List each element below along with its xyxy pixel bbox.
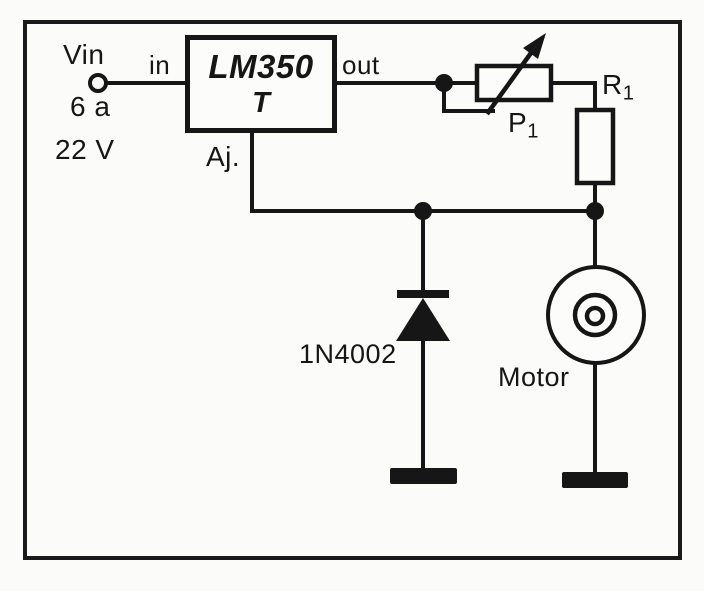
pot-arrow-shaft: [485, 44, 538, 116]
wire-adjust-rail: [250, 133, 595, 213]
diode-label: 1N4002: [299, 339, 397, 369]
motor-outer-circle: [546, 265, 646, 365]
vin-terminal-circle: [88, 73, 108, 93]
pin-label-adjust: Aj.: [206, 141, 241, 172]
ic-package-label: T: [252, 87, 270, 119]
potentiometer-p1-symbol: [474, 33, 554, 116]
ground-symbol-motor: [562, 472, 628, 488]
ic-name-label: LM350: [208, 48, 314, 85]
resistor-r1-body: [574, 107, 616, 186]
pot-body: [474, 63, 554, 103]
pin-label-out: out: [342, 50, 380, 80]
pin-label-in: in: [149, 50, 171, 80]
diagram-border-frame: [23, 20, 682, 560]
diode-1n4002-symbol: [396, 290, 450, 341]
diode-cathode-bar: [397, 290, 449, 298]
pot-arrow-head: [523, 33, 546, 59]
supply-range-line1: 6 a: [70, 91, 111, 122]
resistor-label-sub: 1: [622, 82, 635, 105]
junction-dot-diode: [414, 202, 432, 220]
potentiometer-label: P1: [508, 107, 539, 142]
diode-anode-triangle: [396, 298, 450, 341]
pot-label-sub: 1: [527, 120, 539, 143]
resistor-label-text: R: [602, 69, 623, 100]
supply-range-line2: 22 V: [55, 134, 115, 165]
vin-label: Vin: [63, 39, 105, 70]
motor-symbol: [546, 265, 646, 365]
junction-dot-motor: [586, 202, 604, 220]
motor-middle-circle: [572, 292, 618, 338]
motor-inner-circle: [584, 305, 606, 327]
ground-symbol-diode: [390, 468, 457, 484]
ic-lm350-box: LM350 T: [185, 35, 337, 133]
wire-pot-to-r1: [551, 81, 597, 110]
resistor-label: R1: [602, 69, 634, 104]
junction-dot-output: [435, 74, 453, 92]
motor-label: Motor: [498, 362, 570, 392]
wire-pot-wiper-bypass: [442, 83, 495, 113]
pot-label-text: P: [508, 107, 528, 138]
